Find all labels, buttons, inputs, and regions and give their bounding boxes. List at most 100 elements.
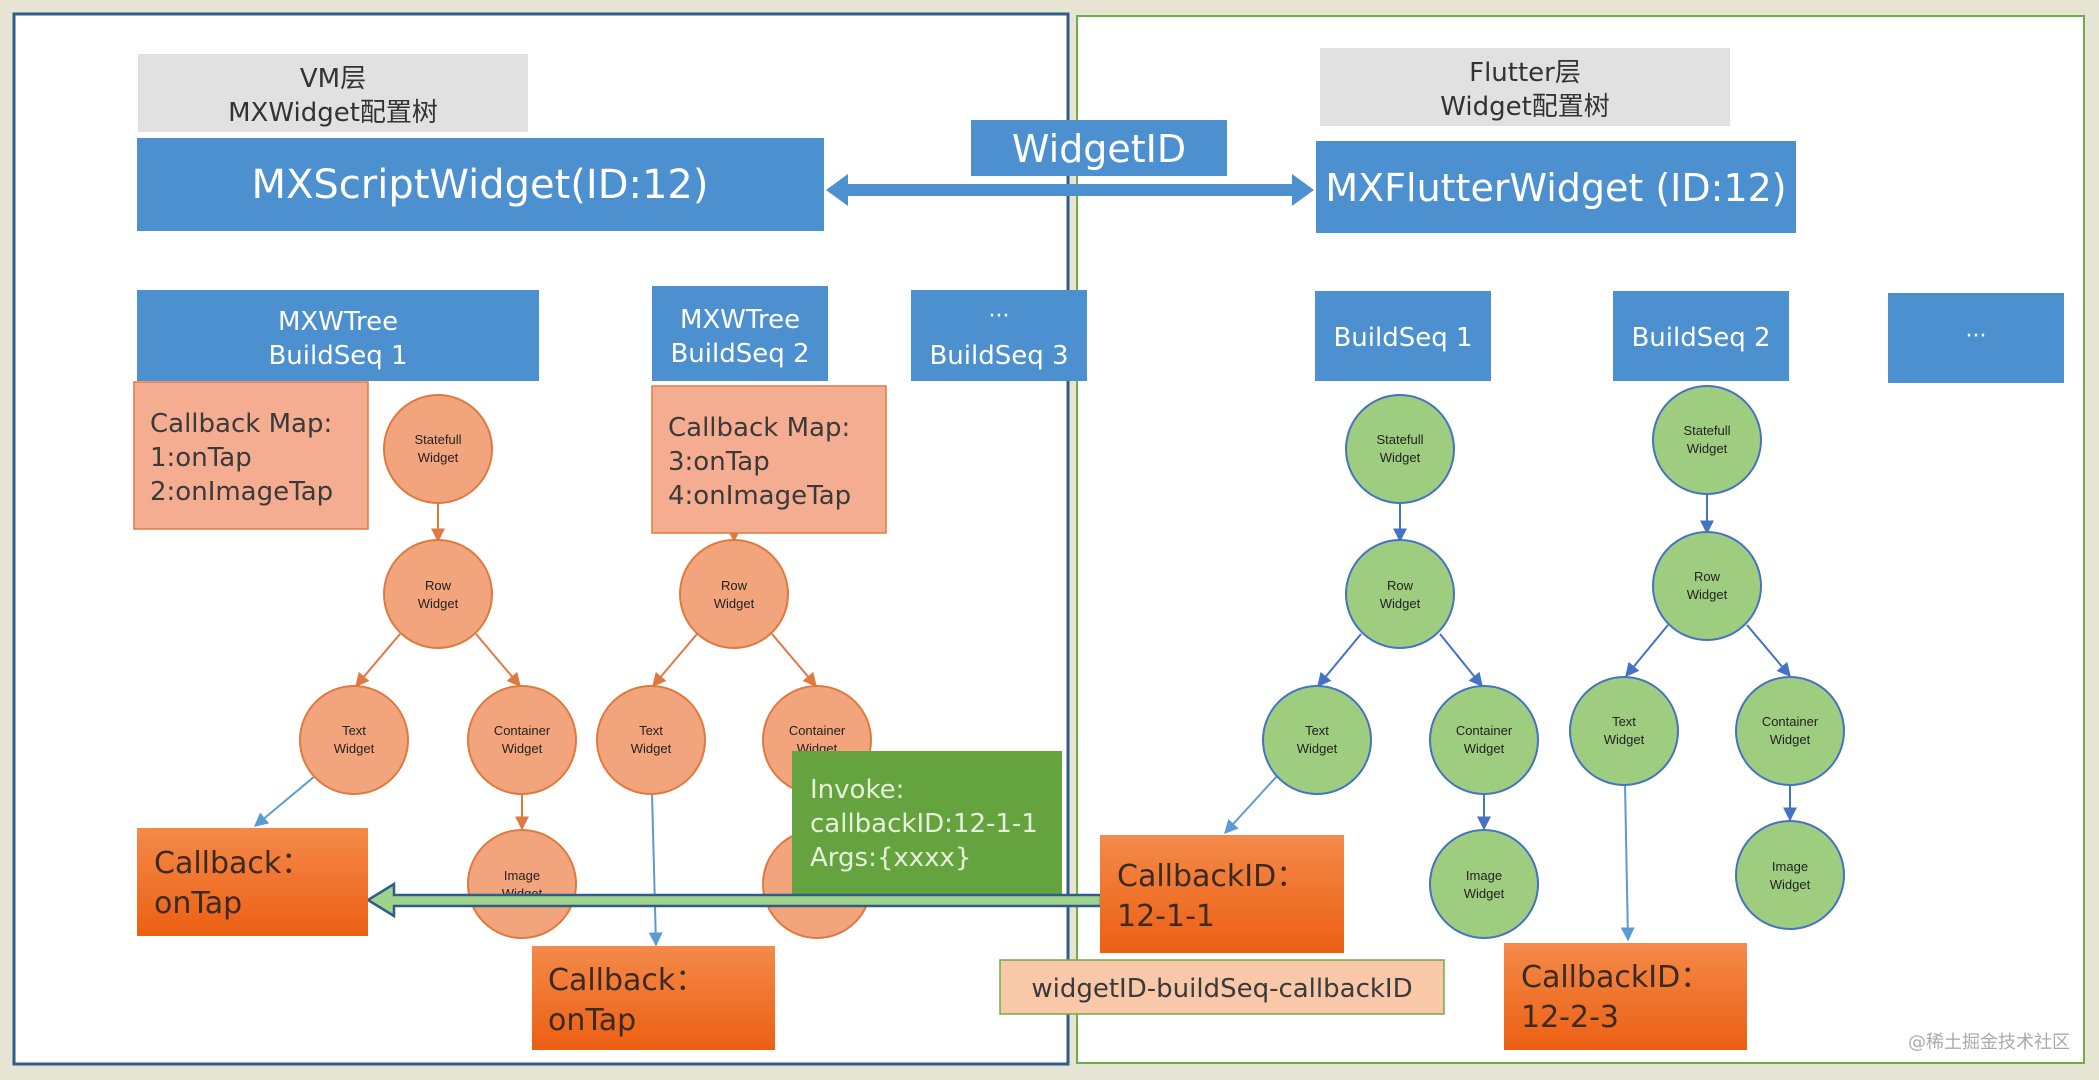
callback-id-2-line1: CallbackID： [1521,960,1710,995]
seq3-line1: ··· [989,304,1010,329]
node-label-2: Widget [502,741,543,756]
tree1-row-widget: Row Widget [383,539,493,649]
node-label-1: Statefull [415,432,462,447]
seq1-line1: MXWTree [278,307,398,337]
flutter-tree1-text-to-callbackid-edge [1224,775,1278,835]
flutter-tree1-edges [1317,502,1491,831]
flutter-tree2-row-widget: Row Widget [1652,531,1762,641]
flutter-tree1-text-widget: Text Widget [1262,685,1372,795]
flutter-tree1-statefull-widget: Statefull Widget [1345,394,1455,504]
flutter-seq2-label: BuildSeq 2 [1631,323,1770,353]
node-label-1: Container [789,723,846,738]
node-label-1: Image [1772,859,1808,874]
node-label-2: Widget [334,741,375,756]
flutter-buildseq-3: ··· [1888,293,2064,383]
node-label-1: Container [1762,714,1819,729]
format-label-text: widgetID-buildSeq-callbackID [1031,974,1412,1004]
node-label-1: Container [1456,723,1513,738]
callback-map-1-line2: 1:onTap [150,443,252,473]
node-label-2: Widget [1297,741,1338,756]
callback-map-2-line1: Callback Map: [668,413,850,443]
widget-id-label: WidgetID [1012,127,1186,171]
invoke-box: Invoke: callbackID:12-1-1 Args:{xxxx} [792,751,1062,894]
node-label-2: Widget [1464,886,1505,901]
tree1-image-widget: Image Widget [467,829,577,939]
mx-flutter-widget: MXFlutterWidget (ID:12) [1316,141,1796,233]
node-label-1: Statefull [1684,423,1731,438]
flutter-tree1-container-widget: Container Widget [1429,685,1539,795]
callback-box-1-line1: Callback： [154,846,311,881]
node-label-1: Row [1694,569,1721,584]
callback-id-format-label: widgetID-buildSeq-callbackID [999,959,1445,1015]
callback-id-1-line2: 12-1-1 [1117,899,1215,934]
flutter-layer-header: Flutter层 Widget配置树 [1320,48,1730,126]
node-label-1: Row [425,578,452,593]
tree1-text-widget: Text Widget [299,685,409,795]
flutter-tree2-text-to-callbackid-edge [1620,783,1635,942]
vm-layer-header: VM层 MXWidget配置树 [138,54,528,132]
node-label-2: Widget [1687,441,1728,456]
tree2-row-widget: Row Widget [679,539,789,649]
callback-map-1: Callback Map: 1:onTap 2:onImageTap [133,381,369,530]
flutter-tree2-edges [1625,494,1797,822]
callback-box-2-line1: Callback： [548,963,705,998]
callback-id-box-1: CallbackID： 12-1-1 [1100,835,1344,953]
callback-map-2: Callback Map: 3:onTap 4:onImageTap [651,385,887,534]
node-label-1: Row [1387,578,1414,593]
node-label-2: Widget [1770,732,1811,747]
widget-id-link: WidgetID [826,120,1314,206]
node-label-2: Widget [1380,450,1421,465]
flutter-tree1-image-widget: Image Widget [1429,829,1539,939]
mxwtree-buildseq-2: MXWTree BuildSeq 2 [652,286,828,381]
node-label-2: Widget [714,596,755,611]
flutter-seq3-label: ··· [1966,324,1987,349]
node-label-2: Widget [1687,587,1728,602]
callback-box-2-line2: onTap [548,1003,636,1038]
callback-id-box-2: CallbackID： 12-2-3 [1504,943,1747,1050]
node-label-2: Widget [1380,596,1421,611]
flutter-tree2-text-widget: Text Widget [1569,676,1679,786]
flutter-buildseq-2: BuildSeq 2 [1613,291,1789,381]
callback-map-1-line1: Callback Map: [150,409,332,439]
invoke-line1: Invoke: [810,775,904,805]
widget-id-double-arrow [826,174,1314,206]
flutter-tree1-row-widget: Row Widget [1345,539,1455,649]
tree1-statefull-widget: Statefull Widget [383,394,493,504]
callback-map-2-line3: 4:onImageTap [668,481,851,511]
tree2-text-to-callback-edge [648,792,663,947]
flutter-seq1-label: BuildSeq 1 [1333,323,1472,353]
node-label-1: Text [342,723,366,738]
node-label-1: Text [1612,714,1636,729]
tree1-text-to-callback-edge [253,775,316,827]
node-label-1: Container [494,723,551,738]
mx-flutter-widget-label: MXFlutterWidget (ID:12) [1325,166,1786,210]
seq1-line2: BuildSeq 1 [268,341,407,371]
mxwtree-buildseq-1: MXWTree BuildSeq 1 [137,290,539,381]
node-label-1: Row [721,578,748,593]
node-label-1: Statefull [1377,432,1424,447]
flutter-tree2-statefull-widget: Statefull Widget [1652,385,1762,495]
tree2-text-widget: Text Widget [596,685,706,795]
flutter-tree2-image-widget: Image Widget [1735,820,1845,930]
callback-map-1-line3: 2:onImageTap [150,477,333,507]
mxwtree-buildseq-3: ··· BuildSeq 3 [911,290,1087,381]
flutter-buildseq-1: BuildSeq 1 [1315,291,1491,381]
node-label-1: Image [504,868,540,883]
callback-box-1: Callback： onTap [137,828,368,936]
node-label-1: Image [1466,868,1502,883]
node-label-2: Widget [1770,877,1811,892]
tree1-container-widget: Container Widget [467,685,577,795]
node-label-2: Widget [631,741,672,756]
callback-id-1-line1: CallbackID： [1117,859,1306,894]
flutter-header-line1: Flutter层 [1469,58,1581,88]
node-label-2: Widget [1464,741,1505,756]
flutter-header-line2: Widget配置树 [1440,92,1610,122]
seq3-line2: BuildSeq 3 [929,341,1068,371]
callback-box-2: Callback： onTap [532,946,775,1050]
tree1-edges [355,502,529,831]
node-label-2: Widget [1604,732,1645,747]
node-label-2: Widget [418,450,459,465]
callback-map-2-line2: 3:onTap [668,447,770,477]
watermark: @稀土掘金技术社区 [1908,1032,2070,1053]
